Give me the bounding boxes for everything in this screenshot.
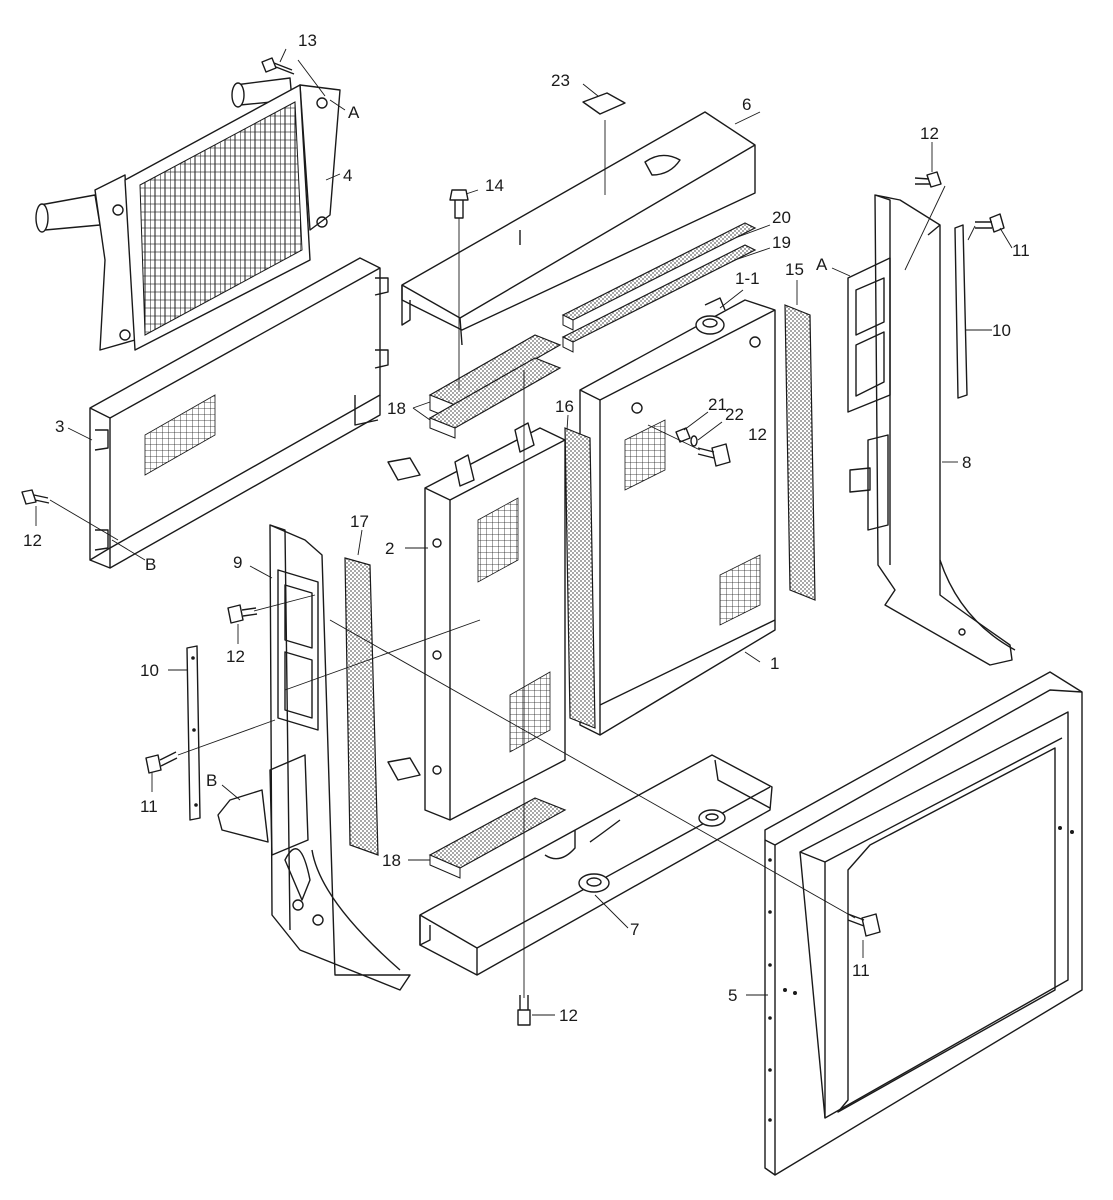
oil-cooler-part-2 [387,422,566,821]
seal-part-18-upper [428,334,562,439]
callout-8: 8 [962,453,971,472]
callout-12-lower: 12 [226,647,245,666]
callout-12-left: 12 [23,531,42,550]
seal-part-18-lower [428,797,567,879]
seal-part-16 [564,427,596,729]
callout-4: 4 [343,166,352,185]
callout-14: 14 [485,176,504,195]
callout-18-top: 18 [387,399,406,418]
intercooler-part-4 [35,77,341,351]
callout-11-left: 11 [140,797,158,816]
shroud-frame-part-5 [764,671,1083,1176]
bolt-part-13 [261,57,295,75]
callout-19: 19 [772,233,791,252]
bolt-part-14 [449,189,469,219]
callout-21: 21 [708,395,727,414]
callout-1: 1 [770,654,779,673]
callout-12-bottom: 12 [559,1006,578,1025]
bolt-part-11-left [145,751,178,774]
bolt-part-12-mid [697,443,731,467]
seal-part-15 [784,304,816,601]
assembly-center-lines [49,59,976,998]
callout-11-bottom-right: 11 [852,961,870,980]
bolt-part-11-top-right [975,213,1005,233]
callout-20: 20 [772,208,791,227]
callout-10-right: 10 [992,321,1011,340]
radiator-part-1 [579,297,776,736]
cap-part-21 [675,427,691,443]
label-part-23 [582,92,626,115]
callout-18-bottom: 18 [382,851,401,870]
callout-3: 3 [55,417,64,436]
seal-part-17 [344,557,379,856]
bolt-part-12-left [21,489,50,505]
callout-10-left: 10 [140,661,159,680]
left-bracket-part-9 [217,524,411,991]
seal-part-19 [561,244,757,353]
callout-1-1: 1-1 [735,269,760,288]
right-bracket-part-8 [847,194,1016,666]
callout-b-left: B [145,555,156,574]
bolt-part-12-top-right [914,171,942,188]
callout-2: 2 [385,539,394,558]
callout-17: 17 [350,512,369,531]
callout-22: 22 [725,405,744,424]
seal-part-20 [561,222,757,331]
callout-a-right: A [816,255,828,274]
callout-a-top: A [348,103,360,122]
upper-cover-part-6 [401,111,756,346]
callout-15: 15 [785,260,804,279]
callout-11-top-right: 11 [1012,241,1030,260]
callout-23: 23 [551,71,570,90]
callout-leader-lines [35,48,1013,1016]
callout-16: 16 [555,397,574,416]
strip-part-10-right [954,224,968,399]
callout-13: 13 [298,31,317,50]
callout-6: 6 [742,95,751,114]
callout-5: 5 [728,986,737,1005]
lower-cover-part-7 [419,754,773,976]
condenser-part-3 [89,257,389,569]
strip-part-10-left [186,645,201,821]
bolt-part-11-bottom-right [847,913,881,937]
callout-7: 7 [630,920,639,939]
callout-12-mid: 12 [748,425,767,444]
callout-labels: 13 A 4 23 6 14 12 11 20 19 1-1 15 A 10 3… [23,31,1030,1025]
bolt-part-12-lower-left [227,604,258,624]
bolt-part-12-bottom [517,995,531,1026]
washer-part-22 [690,435,698,447]
callout-12-top-right: 12 [920,124,939,143]
callout-9: 9 [233,553,242,572]
callout-b-lower: B [206,771,217,790]
